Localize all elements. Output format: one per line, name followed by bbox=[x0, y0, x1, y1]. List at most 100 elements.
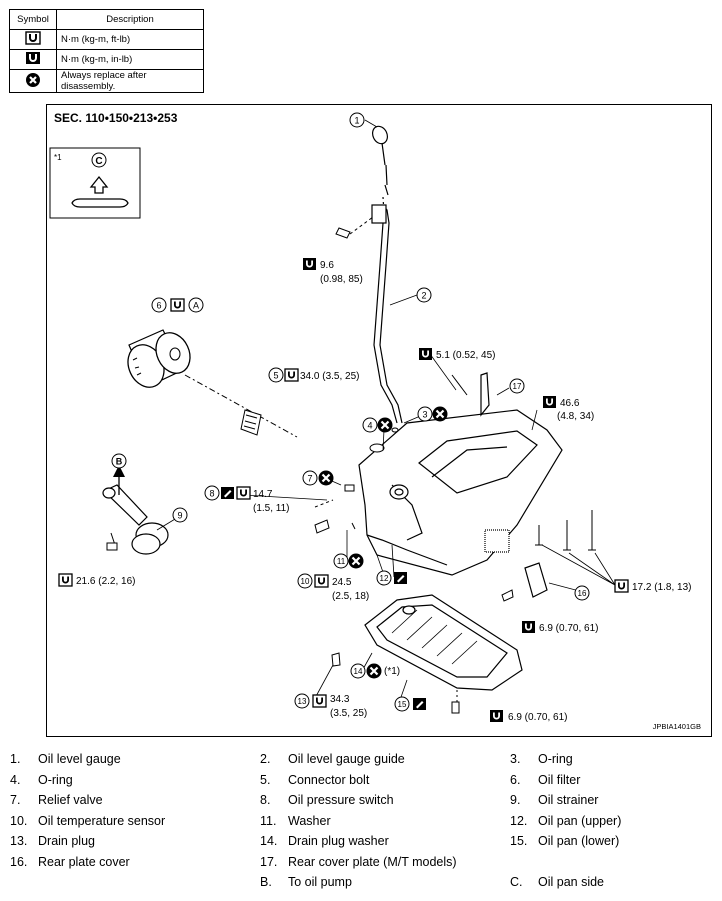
legend-row-description: Always replace after disassembly. bbox=[56, 69, 204, 93]
legend-row-symbol bbox=[9, 29, 57, 50]
svg-text:16: 16 bbox=[578, 589, 587, 598]
sealant-icon bbox=[221, 487, 234, 499]
part-number: C. bbox=[510, 875, 523, 889]
callout-17: 17 bbox=[509, 378, 525, 394]
part-number: 11. bbox=[260, 813, 277, 828]
diagram-drawing: *1 C bbox=[49, 112, 691, 723]
svg-text:7: 7 bbox=[307, 474, 312, 484]
sealant-icon bbox=[394, 572, 407, 584]
legend-header-symbol: Symbol bbox=[9, 9, 57, 30]
callout-5: 5 bbox=[268, 367, 284, 383]
always-replace-icon bbox=[26, 72, 40, 87]
section-number: SEC. 110•150•213•253 bbox=[54, 111, 178, 125]
inset-note: *1 bbox=[54, 153, 62, 162]
oil-filter bbox=[127, 329, 191, 388]
callout-B: B bbox=[111, 453, 127, 469]
parts-row: 13.Drain plug 14.Drain plug washer 15.Oi… bbox=[0, 834, 722, 854]
oil-pan-upper bbox=[358, 409, 563, 576]
always-replace-icon bbox=[347, 552, 365, 570]
connector-bolt bbox=[240, 409, 262, 436]
part-name: Rear plate cover bbox=[38, 854, 130, 869]
svg-text:9: 9 bbox=[177, 511, 182, 521]
svg-text:B: B bbox=[116, 457, 123, 467]
sealant-icon bbox=[413, 698, 426, 710]
torque-ft-lb-icon bbox=[170, 298, 185, 312]
torque-label: (4.8, 34) bbox=[557, 411, 594, 422]
callout-4: 4 bbox=[362, 417, 378, 433]
torque-label: (2.5, 18) bbox=[332, 591, 369, 602]
part-name: Oil strainer bbox=[538, 793, 599, 807]
callout-9: 9 bbox=[172, 507, 188, 523]
oil-level-gauge bbox=[372, 125, 389, 214]
callout-8: 8 bbox=[204, 485, 220, 501]
part-number: 2. bbox=[260, 752, 271, 766]
svg-text:8: 8 bbox=[209, 489, 214, 499]
part-name: Oil pressure switch bbox=[288, 793, 394, 807]
part-number: 15. bbox=[510, 834, 528, 848]
torque-label: 34.3 bbox=[330, 694, 350, 705]
legend-row-symbol bbox=[9, 49, 57, 70]
torque-ft-lb-icon bbox=[25, 31, 41, 45]
part-name: Relief valve bbox=[38, 793, 103, 807]
svg-text:11: 11 bbox=[337, 557, 346, 566]
always-replace-icon bbox=[317, 469, 335, 487]
callout-12: 12 bbox=[376, 570, 392, 586]
part-name: O-ring bbox=[38, 772, 73, 787]
torque-label: 6.9 (0.70, 61) bbox=[539, 623, 598, 634]
part-name: Oil pan (upper) bbox=[538, 813, 622, 828]
torque-in-lb-icon bbox=[490, 710, 503, 722]
svg-text:6: 6 bbox=[156, 301, 161, 311]
svg-text:4: 4 bbox=[367, 421, 372, 431]
svg-text:13: 13 bbox=[298, 697, 307, 706]
svg-text:3: 3 bbox=[422, 410, 427, 420]
exploded-diagram: *1 C bbox=[46, 104, 712, 737]
svg-text:10: 10 bbox=[301, 577, 310, 586]
part-number: 10. bbox=[10, 813, 28, 828]
callout-6: 6 bbox=[151, 297, 167, 313]
part-name: Drain plug washer bbox=[288, 834, 389, 848]
torque-ft-lb-icon bbox=[314, 574, 329, 588]
callout-1: 1 bbox=[349, 112, 365, 128]
callout-10: 10 bbox=[297, 573, 313, 589]
part-name: Oil level gauge bbox=[38, 752, 121, 766]
svg-text:15: 15 bbox=[398, 700, 407, 709]
inset-oil-pan-side: *1 C bbox=[49, 147, 141, 219]
part-number: 5. bbox=[260, 772, 271, 787]
part-number: 6. bbox=[510, 772, 521, 787]
torque-label: 17.2 (1.8, 13) bbox=[632, 582, 691, 593]
parts-row: 10.Oil temperature sensor 11.Washer 12.O… bbox=[0, 814, 722, 834]
torque-label: 46.6 bbox=[560, 398, 580, 409]
torque-label: 24.5 bbox=[332, 577, 352, 588]
svg-text:14: 14 bbox=[354, 667, 363, 676]
callout-14: 14 bbox=[350, 663, 366, 679]
part-number: 7. bbox=[10, 793, 21, 807]
oil-level-gauge-guide bbox=[371, 204, 403, 424]
callout-16: 16 bbox=[574, 585, 590, 601]
legend-row-description: N·m (kg-m, ft-lb) bbox=[56, 29, 204, 50]
torque-ft-lb-icon bbox=[312, 694, 327, 708]
part-name: Rear cover plate (M/T models) bbox=[288, 854, 457, 869]
torque-label: 14.7 bbox=[253, 489, 273, 500]
svg-text:A: A bbox=[193, 301, 199, 311]
torque-label: 34.0 (3.5, 25) bbox=[300, 371, 359, 382]
part-name: Washer bbox=[288, 813, 331, 828]
svg-text:2: 2 bbox=[421, 291, 426, 301]
part-number: 8. bbox=[260, 793, 271, 807]
always-replace-icon bbox=[365, 662, 383, 680]
torque-label: 6.9 (0.70, 61) bbox=[508, 712, 567, 723]
always-replace-icon bbox=[431, 405, 449, 423]
part-name: Oil level gauge guide bbox=[288, 752, 405, 766]
symbol-legend-table: Symbol Description N·m (kg-m, ft-lb) N·m… bbox=[9, 9, 204, 93]
torque-label: (0.98, 85) bbox=[320, 274, 363, 285]
svg-text:17: 17 bbox=[513, 382, 522, 391]
svg-text:1: 1 bbox=[354, 116, 359, 126]
torque-ft-lb-icon bbox=[284, 368, 299, 382]
always-replace-icon bbox=[376, 416, 394, 434]
callout-11: 11 bbox=[333, 553, 349, 569]
legend-row-symbol bbox=[9, 69, 57, 93]
part-name: Drain plug bbox=[38, 834, 95, 848]
part-number: 3. bbox=[510, 752, 521, 766]
torque-in-lb-icon bbox=[522, 621, 535, 633]
callout-A: A bbox=[188, 297, 204, 313]
parts-row: 4.O-ring 5.Connector bolt 6.Oil filter bbox=[0, 773, 722, 793]
